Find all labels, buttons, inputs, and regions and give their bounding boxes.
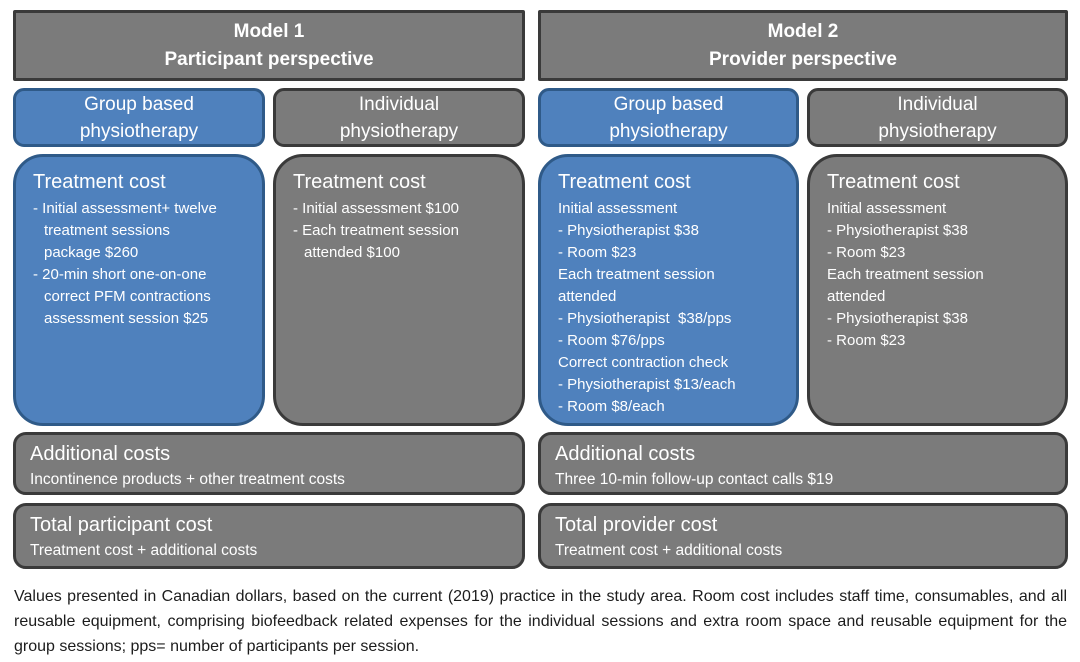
- model-2-title: Model 2: [767, 20, 839, 42]
- additional-costs-box: Additional costs Three 10-min follow-up …: [538, 432, 1068, 495]
- additional-costs-box: Additional costs Incontinence products +…: [13, 432, 525, 495]
- cost-models-diagram: Model 1 Participant perspective Group ba…: [13, 10, 1068, 569]
- model-1-treatment-row: Treatment cost - Initial assessment+ twe…: [13, 154, 525, 426]
- model-1-column-headers: Group based physiotherapy Individual phy…: [13, 88, 525, 147]
- treatment-line: - 20-min short one-on-one correct PFM co…: [33, 266, 211, 327]
- total-cost-body: Treatment cost + additional costs: [30, 542, 258, 559]
- treatment-line: - Room $8/each: [558, 398, 665, 415]
- treatment-line: - Each treatment session attended $100: [293, 222, 459, 261]
- additional-costs-body: Incontinence products + other treatment …: [30, 471, 345, 488]
- total-cost-box: Total participant cost Treatment cost + …: [13, 503, 525, 569]
- model-1-perspective: Participant perspective: [164, 48, 374, 70]
- treatment-cost-title: Treatment cost: [827, 171, 960, 193]
- treatment-line: Correct contraction check: [558, 354, 729, 371]
- treatment-cost-title: Treatment cost: [558, 171, 691, 193]
- treatment-cost-box-group: Treatment cost Initial assessment - Phys…: [538, 154, 799, 426]
- total-cost-box: Total provider cost Treatment cost + add…: [538, 503, 1068, 569]
- total-cost-title: Total provider cost: [555, 514, 718, 536]
- treatment-line: Each treatment session attended: [558, 266, 715, 305]
- treatment-line: - Initial assessment $100: [293, 200, 459, 217]
- total-cost-body: Treatment cost + additional costs: [555, 542, 783, 559]
- treatment-line: - Physiotherapist $38: [827, 310, 968, 327]
- treatment-line: - Physiotherapist $13/each: [558, 376, 736, 393]
- treatment-cost-title: Treatment cost: [33, 171, 166, 193]
- total-cost-title: Total participant cost: [30, 514, 213, 536]
- column-header-individual: Individual physiotherapy: [807, 88, 1068, 147]
- treatment-line: - Room $23: [827, 244, 906, 261]
- additional-costs-body: Three 10-min follow-up contact calls $19: [555, 471, 834, 488]
- figure-footnote: Values presented in Canadian dollars, ba…: [14, 588, 1067, 655]
- additional-costs-title: Additional costs: [555, 443, 696, 465]
- model-2-header: Model 2 Provider perspective: [538, 10, 1068, 81]
- model-1-header: Model 1 Participant perspective: [13, 10, 525, 81]
- treatment-line: - Room $76/pps: [558, 332, 665, 349]
- treatment-cost-box-individual: Treatment cost - Initial assessment $100…: [273, 154, 525, 426]
- treatment-cost-title: Treatment cost: [293, 171, 426, 193]
- treatment-cost-box-individual: Treatment cost Initial assessment - Phys…: [807, 154, 1068, 426]
- model-2-perspective: Provider perspective: [709, 48, 897, 70]
- treatment-line: - Physiotherapist $38: [558, 222, 699, 239]
- treatment-line: - Physiotherapist $38/pps: [558, 310, 732, 327]
- model-2-treatment-row: Treatment cost Initial assessment - Phys…: [538, 154, 1068, 426]
- treatment-line: Initial assessment: [827, 200, 947, 217]
- column-header-group-based: Group based physiotherapy: [13, 88, 265, 147]
- treatment-line: - Physiotherapist $38: [827, 222, 968, 239]
- treatment-line: Initial assessment: [558, 200, 678, 217]
- model-2-column-headers: Group based physiotherapy Individual phy…: [538, 88, 1068, 147]
- additional-costs-title: Additional costs: [30, 443, 171, 465]
- column-header-individual: Individual physiotherapy: [273, 88, 525, 147]
- treatment-line: Each treatment session attended: [827, 266, 984, 305]
- model-2-panel: Model 2 Provider perspective Group based…: [538, 10, 1068, 569]
- models-row: Model 1 Participant perspective Group ba…: [13, 10, 1068, 569]
- treatment-line: - Room $23: [827, 332, 906, 349]
- model-1-title: Model 1: [233, 20, 305, 42]
- column-header-group-based: Group based physiotherapy: [538, 88, 799, 147]
- treatment-cost-box-group: Treatment cost - Initial assessment+ twe…: [13, 154, 265, 426]
- treatment-line: - Room $23: [558, 244, 637, 261]
- model-1-panel: Model 1 Participant perspective Group ba…: [13, 10, 525, 569]
- treatment-line: - Initial assessment+ twelve treatment s…: [33, 200, 217, 261]
